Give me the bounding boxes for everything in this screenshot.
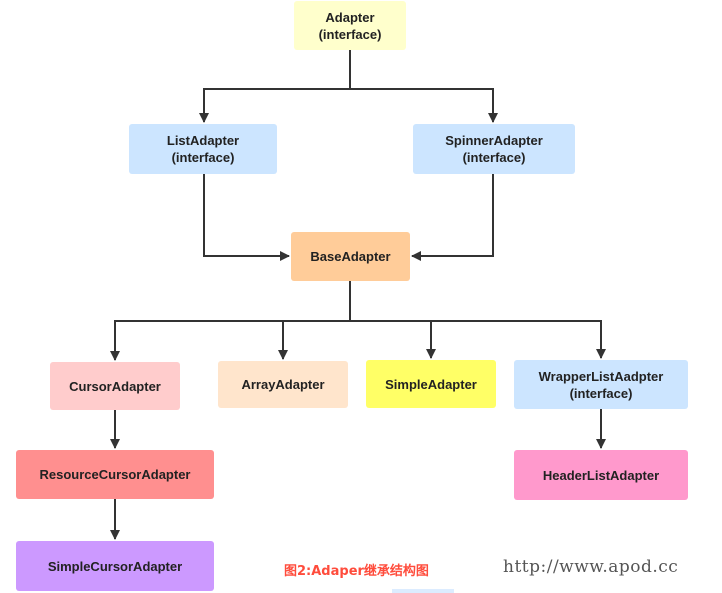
node-adapter: Adapter (interface) (294, 1, 406, 50)
node-wrapper-list-adapter: WrapperListAadpter (interface) (514, 360, 688, 409)
watermark-url: http://www.apod.cc (503, 557, 679, 577)
edge-base-adapter-to-wrapper-list-adapter (349, 281, 606, 359)
edge-adapter-to-list-adapter (199, 50, 351, 123)
node-base-adapter: BaseAdapter (291, 232, 410, 281)
edge-spinner-adapter-to-base-adapter (411, 174, 494, 261)
node-simple-cursor-adapter: SimpleCursorAdapter (16, 541, 214, 591)
node-simple-adapter: SimpleAdapter (366, 360, 496, 408)
edge-base-adapter-to-array-adapter (278, 281, 351, 360)
edge-list-adapter-to-base-adapter (203, 174, 290, 261)
edge-adapter-to-spinner-adapter (349, 50, 498, 123)
node-cursor-adapter: CursorAdapter (50, 362, 180, 410)
figure-caption: 图2:Adaper继承结构图 (284, 564, 429, 579)
node-header-list-adapter: HeaderListAdapter (514, 450, 688, 500)
node-array-adapter: ArrayAdapter (218, 361, 348, 408)
node-list-adapter: ListAdapter (interface) (129, 124, 277, 174)
edge-base-adapter-to-simple-adapter (349, 281, 436, 359)
node-spinner-adapter: SpinnerAdapter (interface) (413, 124, 575, 174)
partial-box-stub (392, 589, 454, 593)
node-resource-cursor-adapter: ResourceCursorAdapter (16, 450, 214, 499)
